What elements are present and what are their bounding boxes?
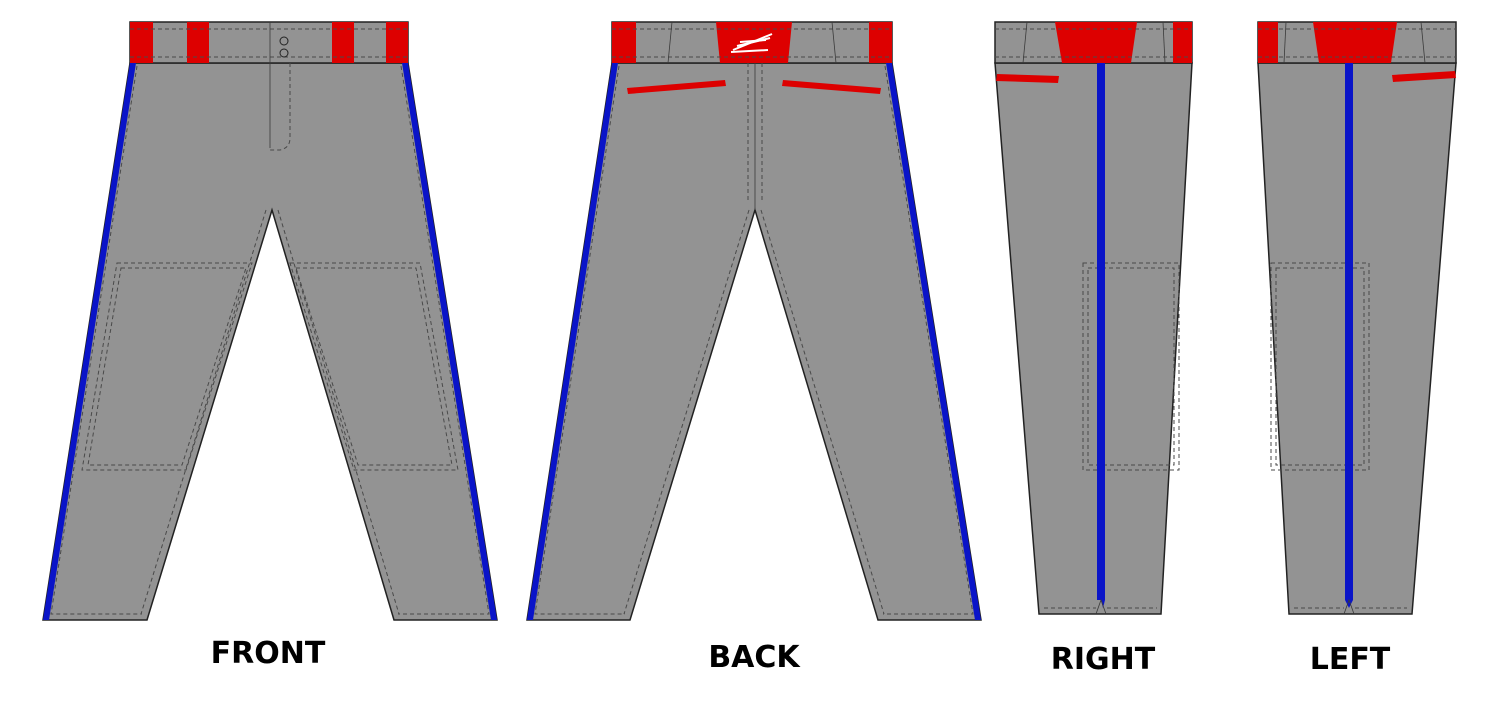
left-pocket-welt	[1392, 71, 1456, 82]
back-pocket-welt-left	[627, 80, 726, 94]
left-waistband-accent-edge	[1258, 22, 1278, 63]
front-view-label: FRONT	[211, 636, 326, 671]
back-pants-body	[526, 62, 982, 621]
right-view: RIGHT	[994, 21, 1193, 677]
front-waistband	[129, 21, 409, 64]
left-view: LEFT	[1257, 21, 1457, 677]
front-side-stripe-left	[43, 63, 136, 620]
left-knee-patch	[1270, 262, 1370, 471]
right-side-stripe	[1097, 63, 1105, 608]
front-side-stripe-right	[402, 63, 497, 620]
front-waistband-accent-right	[386, 22, 408, 63]
back-side-stripe-left	[527, 63, 618, 620]
front-belt-loop-right	[332, 22, 354, 63]
left-side-stripe	[1345, 63, 1353, 608]
right-pocket-welt	[996, 74, 1059, 83]
front-button-bottom	[279, 48, 289, 58]
right-view-label: RIGHT	[1051, 642, 1156, 677]
front-view: FRONT	[42, 21, 498, 671]
back-view-label: BACK	[708, 640, 801, 675]
front-pants-body	[42, 62, 498, 621]
left-pants-body	[1257, 62, 1457, 615]
front-belt-loop-left	[187, 22, 209, 63]
right-pants-body	[994, 62, 1193, 615]
left-waistband-center-accent	[1313, 22, 1397, 63]
front-button-top	[279, 36, 289, 46]
left-view-label: LEFT	[1310, 642, 1391, 677]
right-knee-patch	[1082, 262, 1180, 471]
right-waistband-accent-edge	[1173, 22, 1192, 63]
front-knee-patch-left	[81, 262, 253, 471]
back-waistband-accent-right	[869, 22, 892, 63]
bird-logo-icon	[730, 33, 773, 53]
back-pocket-welt-right	[782, 80, 881, 94]
back-view: BACK	[526, 21, 982, 675]
front-knee-patch-right	[289, 262, 459, 471]
right-waistband-center-accent	[1055, 22, 1137, 63]
front-fly-stitch	[270, 63, 291, 151]
front-waistband-accent-left	[130, 22, 153, 63]
back-side-stripe-right	[886, 63, 981, 620]
